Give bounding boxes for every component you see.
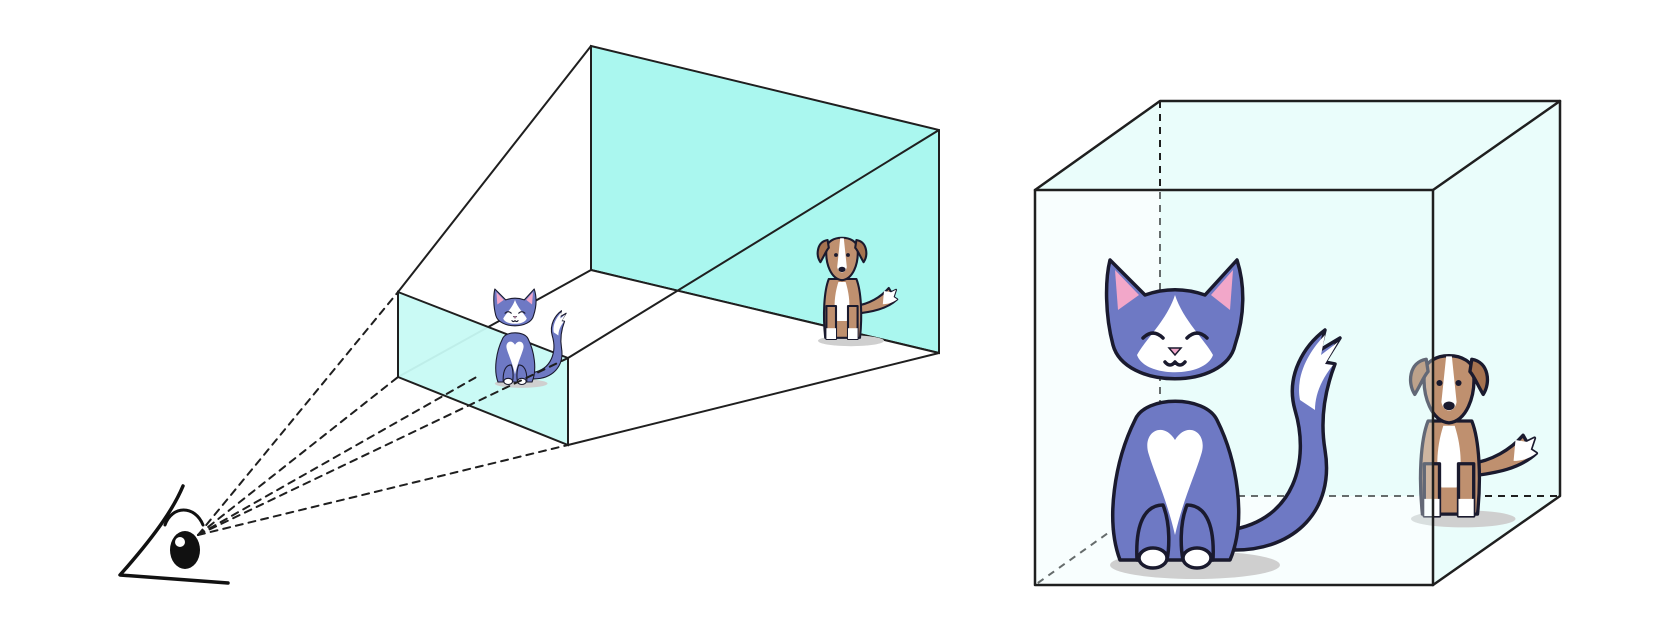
perspective-panel bbox=[118, 44, 940, 585]
cube-top-face bbox=[1035, 101, 1560, 190]
eye-icon bbox=[118, 484, 230, 585]
orthographic-panel bbox=[1033, 99, 1562, 587]
view-rays bbox=[197, 291, 569, 536]
